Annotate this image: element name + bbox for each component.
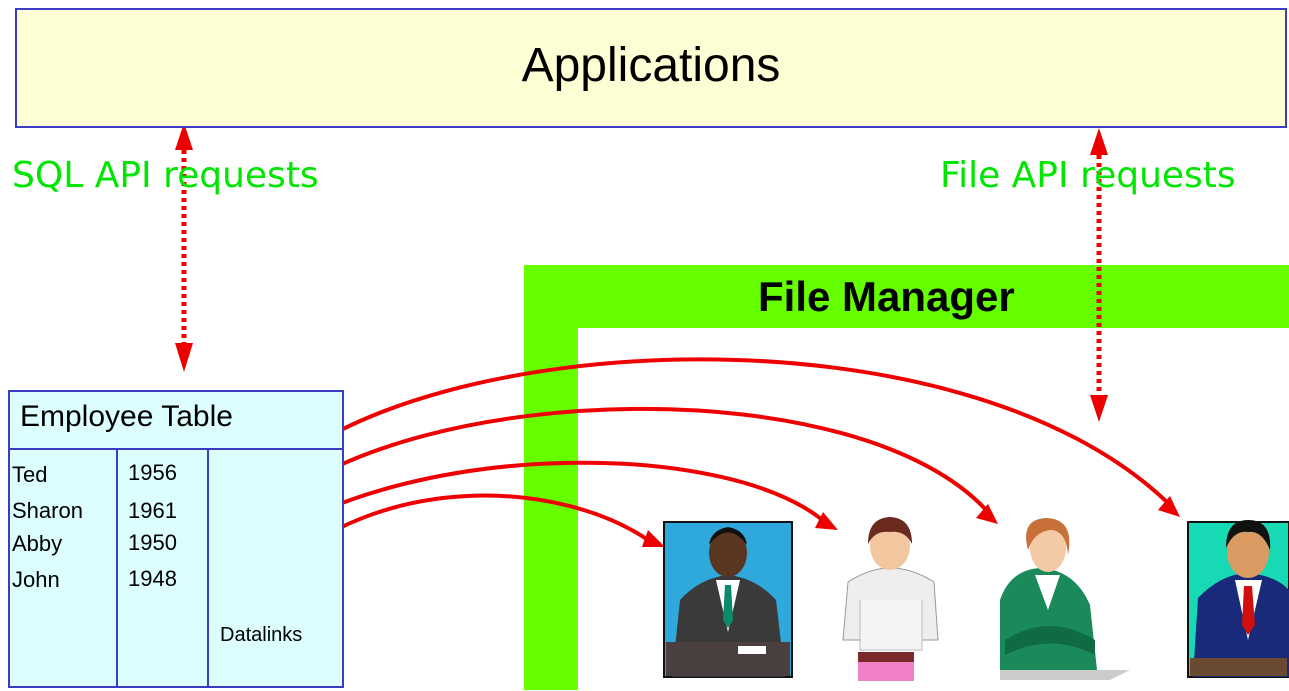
file-manager-label: File Manager [758,273,1015,320]
sql-api-arrow [175,123,193,372]
applications-box: Applications [15,8,1287,128]
person-man-desk-icon [663,521,793,678]
table-cell-year: 1950 [128,530,177,555]
sql-api-requests-label: SQL API requests [12,155,319,196]
table-header-divider [10,448,342,450]
datalinks-label: Datalinks [220,624,303,646]
table-cell-year: 1948 [128,566,177,591]
person-woman-green-jacket-icon [1000,518,1130,680]
table-cell-year: 1961 [128,498,177,523]
person-woman-white-shirt-icon [842,517,939,681]
applications-label: Applications [521,38,781,92]
file-api-arrow [1090,128,1108,422]
table-cell-name: John [12,567,60,592]
table-column-divider [207,450,209,686]
table-cell-name: Abby [12,531,63,556]
table-cell-name: Sharon [12,498,83,523]
file-api-requests-label: File API requests [940,155,1236,196]
datalink-curve-sharon [266,406,990,514]
datalink-curve-ted [266,357,1172,507]
table-cell-name: Ted [12,462,48,487]
table-cell-year: 1956 [128,460,177,485]
person-man-navy-suit-icon [1187,520,1289,678]
file-manager-frame [524,265,1289,690]
datalink-arrowheads [642,496,1180,547]
employee-table: Employee Table Ted 1956 Sharon 1961 Abby… [8,390,344,688]
employee-table-title: Employee Table [20,400,233,433]
table-column-divider [116,450,118,686]
